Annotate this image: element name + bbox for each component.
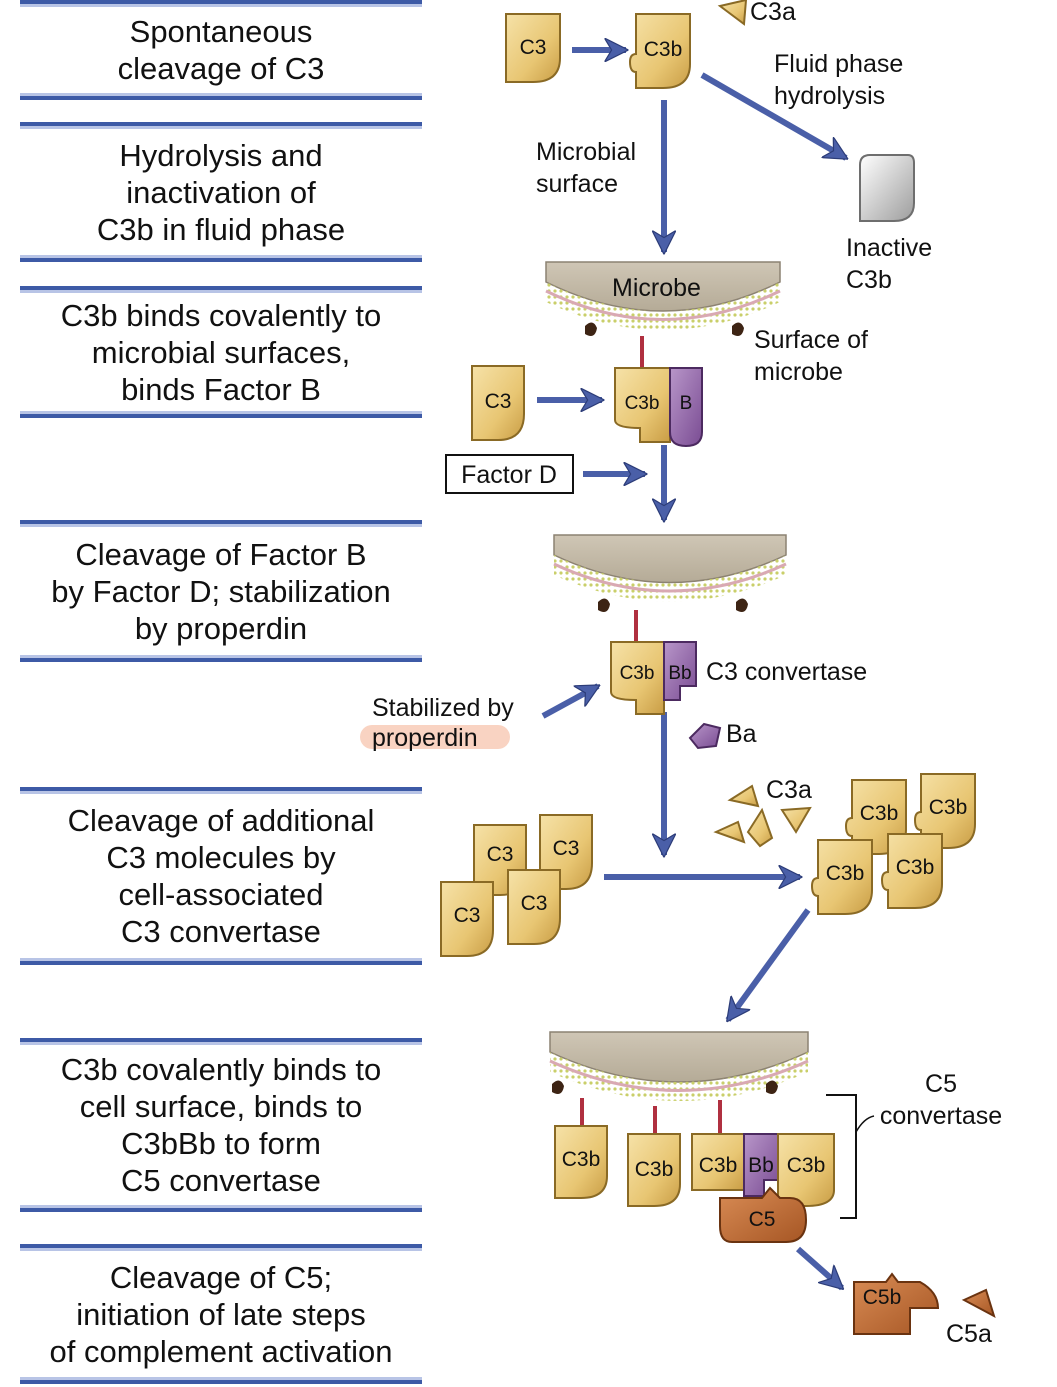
c3b-label: C3b [644, 38, 683, 61]
bb-label: Bb [748, 1154, 774, 1177]
c3b-label: C3b [699, 1154, 738, 1177]
c3-convertase-label: C3 convertase [706, 658, 867, 686]
fluid-phase-label: Fluid phase [774, 50, 903, 78]
inactive-label: Inactive [846, 234, 932, 262]
c3a-label: C3a [750, 0, 796, 26]
surface-label: surface [536, 170, 618, 198]
c3b-label: C3b [896, 856, 935, 879]
c3a-label: C3a [766, 776, 812, 804]
microbe-membrane [545, 261, 781, 336]
microbial-label: Microbial [536, 138, 636, 166]
stabilized-by-label: Stabilized by [372, 694, 514, 722]
bb-label: Bb [668, 663, 691, 684]
hydrolysis-label: hydrolysis [774, 82, 885, 110]
step-spontaneous-cleavage: Spontaneous cleavage of C3 [20, 0, 422, 100]
c3b-label: C3b [620, 663, 655, 684]
inactive-c3b-protein [859, 154, 915, 222]
c3-label: C3 [520, 36, 547, 59]
c3b-protein: C3b [810, 839, 873, 915]
c3-protein: C3 [505, 13, 561, 83]
c5b-protein: C5b [853, 1272, 940, 1335]
microbe-label: Microbe [612, 274, 701, 302]
arrow-properdin [541, 683, 598, 719]
factor-d-box: Factor D [445, 454, 574, 494]
c3b-label: C3b [625, 393, 660, 414]
ba-label: Ba [726, 720, 757, 748]
factor-d-label: Factor D [461, 461, 557, 489]
microbe-membrane [553, 534, 787, 612]
inactive-c3b-label: C3b [846, 266, 892, 294]
arrow-c5-cleavage [796, 1246, 842, 1288]
step-c5-convertase-formation: C3b covalently binds to cell surface, bi… [20, 1038, 422, 1212]
c5a-fragment: C5a [946, 1288, 996, 1348]
c3b-label: C3b [787, 1154, 826, 1177]
step-factor-b-cleavage: Cleavage of Factor B by Factor D; stabil… [20, 520, 422, 662]
c3b-label: C3b [860, 802, 899, 825]
properdin-highlight [360, 725, 510, 749]
properdin-label: properdin [372, 724, 478, 752]
microbe-membrane [549, 1031, 809, 1101]
c5-convertase-label-2: convertase [880, 1102, 1002, 1130]
step-c3b-binds-surface: C3b binds covalently to microbial surfac… [20, 286, 422, 418]
c3a-fragments [713, 784, 812, 848]
c3b-label: C3b [929, 796, 968, 819]
c5-convertase-bracket [826, 1094, 857, 1219]
arrow-fluid-hydrolysis [700, 72, 846, 161]
c5b-label: C5b [863, 1286, 902, 1309]
c3b-protein: C3b [628, 13, 691, 89]
c3-convertase-complex: C3b Bb [610, 641, 697, 715]
c3a-fragment: C3a [717, 0, 796, 26]
c3-label: C3 [454, 904, 481, 927]
c3-label: C3 [521, 892, 548, 915]
surface-of-label: Surface of [754, 326, 868, 354]
c3-protein: C3 [440, 881, 494, 957]
c5-label: C5 [749, 1208, 776, 1231]
c3b-protein: C3b [913, 773, 976, 849]
c3b-protein: C3b [627, 1133, 681, 1207]
c3-protein: C3 [471, 365, 525, 441]
step-additional-c3-cleavage: Cleavage of additional C3 molecules by c… [20, 787, 422, 965]
c3-label: C3 [553, 837, 580, 860]
ba-fragment: Ba [688, 720, 757, 750]
c3b-label: C3b [635, 1158, 674, 1181]
microbe-surface-label: microbe [754, 358, 843, 386]
step-hydrolysis-inactivation: Hydrolysis and inactivation of C3b in fl… [20, 122, 422, 262]
step-c5-cleavage: Cleavage of C5; initiation of late steps… [20, 1244, 422, 1384]
c3b-label: C3b [562, 1148, 601, 1171]
c3-protein: C3 [507, 869, 561, 945]
c3b-label: C3b [826, 862, 865, 885]
arrows [537, 50, 846, 1288]
c3b-protein: C3b [880, 833, 943, 909]
c5-convertase-label-1: C5 [925, 1070, 957, 1098]
c5a-label: C5a [946, 1320, 992, 1348]
c3b-b-complex: C3b B [614, 367, 703, 448]
c3-label: C3 [487, 843, 514, 866]
c5-convertase-complex: C3b Bb C3b C5 [691, 1133, 835, 1243]
c3b-protein: C3b [554, 1125, 608, 1199]
arrow-to-c5-convertase [725, 908, 811, 1020]
factor-b-label: B [680, 393, 693, 414]
c3-label: C3 [485, 390, 512, 413]
